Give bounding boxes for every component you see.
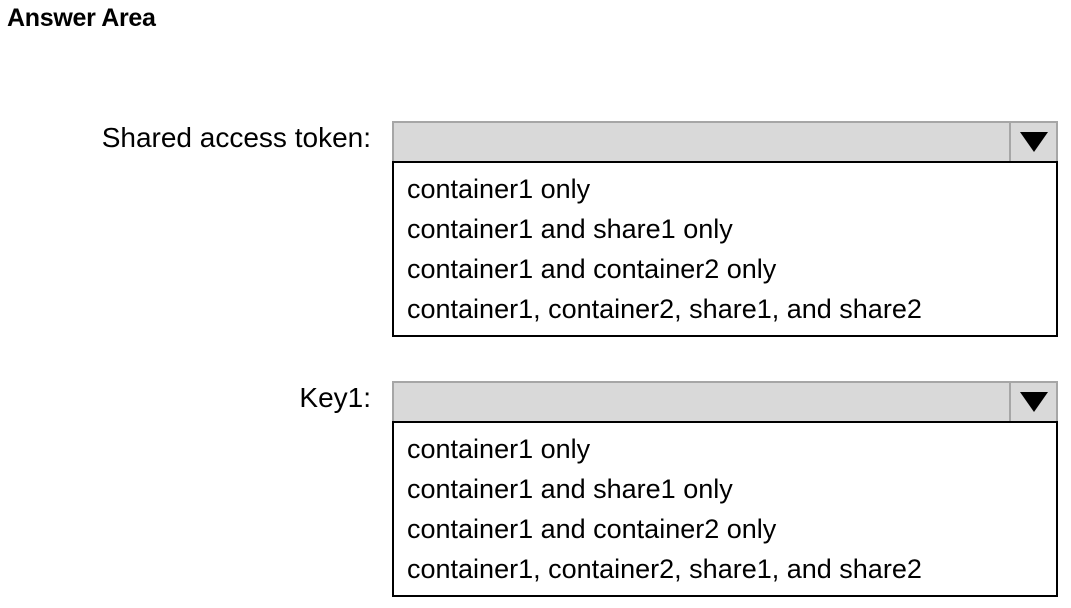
shared-access-token-dropdown[interactable]: container1 only container1 and share1 on…: [392, 121, 1058, 337]
dropdown-option[interactable]: container1 and container2 only: [407, 254, 777, 284]
shared-access-token-dropdown-header[interactable]: [392, 121, 1058, 161]
dropdown-option[interactable]: container1 only: [407, 174, 591, 204]
dropdown-option[interactable]: container1, container2, share1, and shar…: [407, 294, 922, 324]
triangle-down-icon: [1019, 392, 1048, 412]
dropdown-toggle-button[interactable]: [1009, 383, 1056, 421]
key1-dropdown-header[interactable]: [392, 381, 1058, 421]
dropdown-toggle-button[interactable]: [1009, 123, 1056, 161]
key1-options-list: container1 only container1 and share1 on…: [392, 421, 1058, 597]
dropdown-option[interactable]: container1 and share1 only: [407, 474, 733, 504]
shared-access-token-label: Shared access token:: [101, 122, 371, 153]
key1-label: Key1:: [299, 382, 371, 413]
dropdown-option[interactable]: container1 and share1 only: [407, 214, 733, 244]
dropdown-option[interactable]: container1, container2, share1, and shar…: [407, 554, 922, 584]
answer-area-heading: Answer Area: [7, 4, 156, 32]
triangle-down-icon: [1019, 132, 1048, 152]
dropdown-option[interactable]: container1 and container2 only: [407, 514, 777, 544]
shared-access-token-options-list: container1 only container1 and share1 on…: [392, 161, 1058, 337]
dropdown-option[interactable]: container1 only: [407, 434, 591, 464]
key1-dropdown[interactable]: container1 only container1 and share1 on…: [392, 381, 1058, 597]
